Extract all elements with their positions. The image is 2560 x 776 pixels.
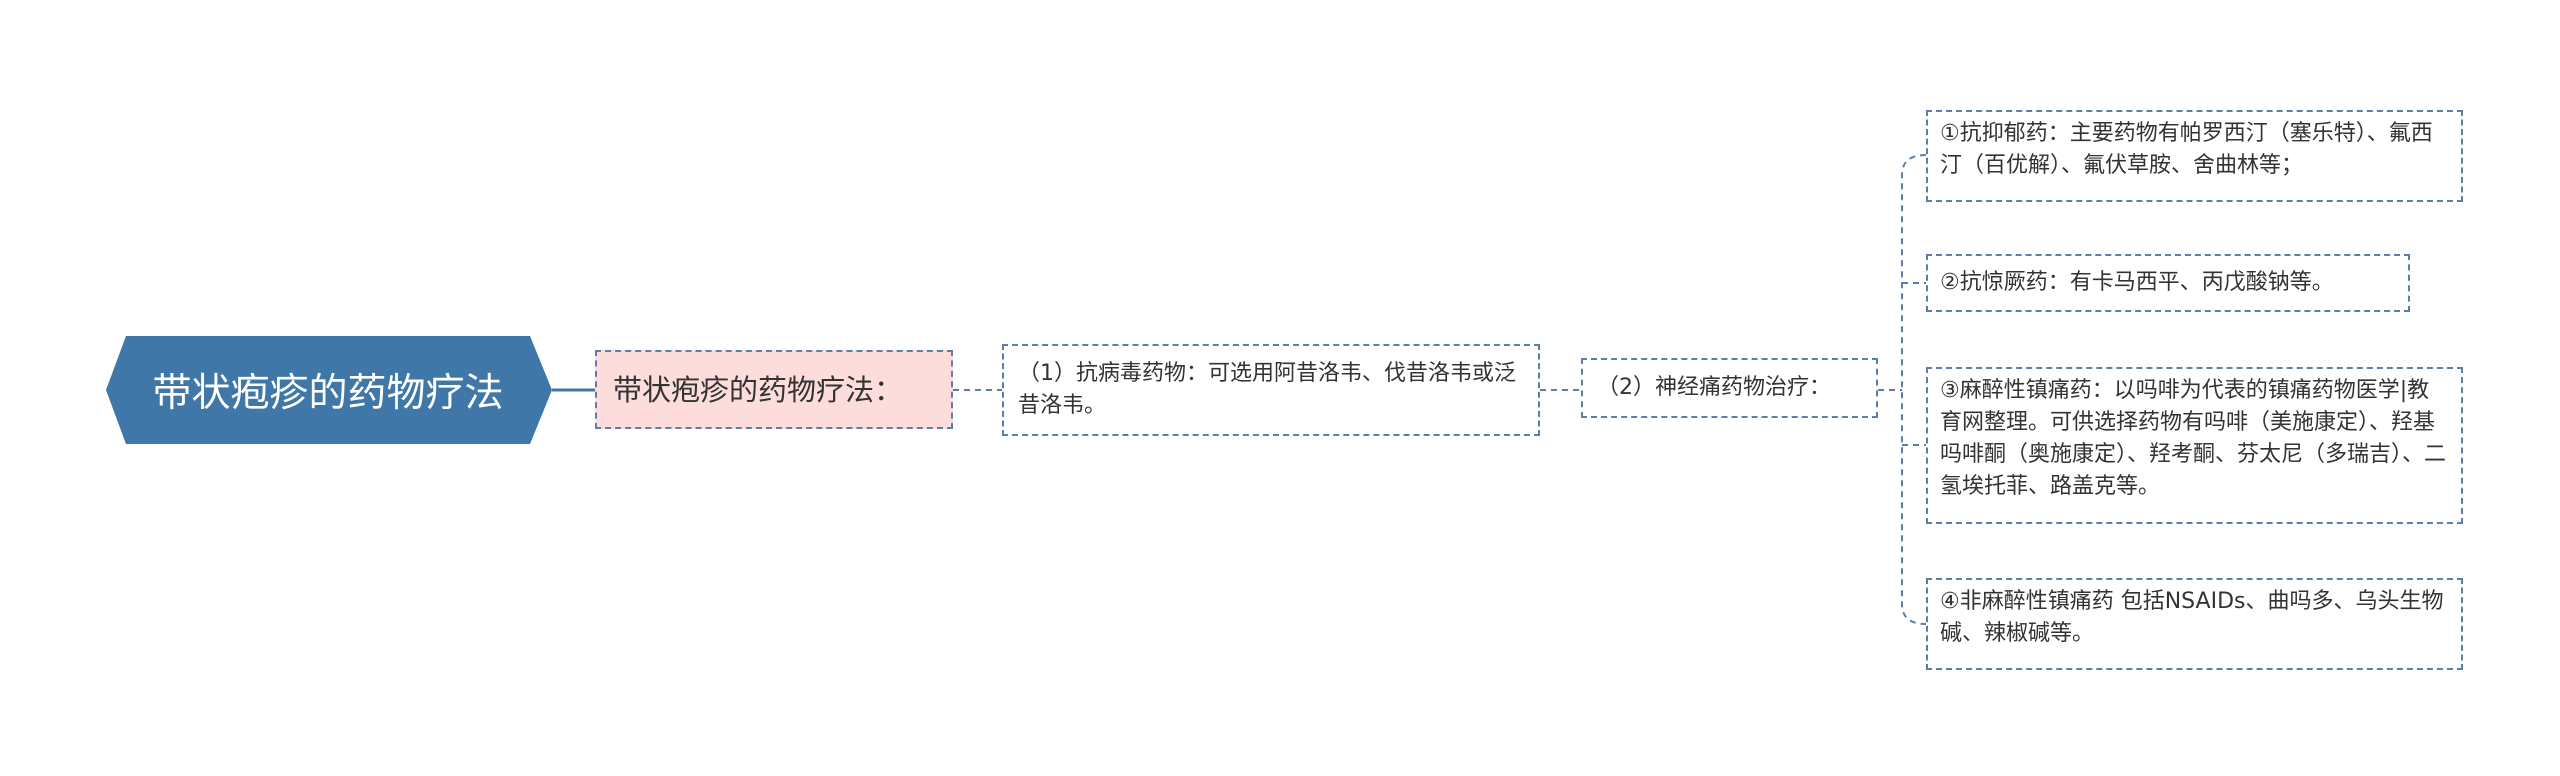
root-node-label[interactable]: 带状疱疹的药物疗法 <box>152 371 504 416</box>
leaf-anticonvulsant[interactable]: ②抗惊厥药：有卡马西平、丙戊酸钠等。 <box>1926 254 2410 312</box>
root-node-shape[interactable] <box>106 336 552 444</box>
neuralgia-node[interactable]: （2）神经痛药物治疗： <box>1581 358 1878 418</box>
leaf-non-narcotic-analgesic[interactable]: ④非麻醉性镇痛药 包括NSAIDs、曲吗多、乌头生物碱、辣椒碱等。 <box>1926 578 2463 670</box>
connector-bracket <box>1901 154 1927 625</box>
leaf-narcotic-analgesic[interactable]: ③麻醉性镇痛药：以吗啡为代表的镇痛药物医学|教育网整理。可供选择药物有吗啡（美施… <box>1926 367 2463 524</box>
antiviral-node[interactable]: （1）抗病毒药物：可选用阿昔洛韦、伐昔洛韦或泛昔洛韦。 <box>1002 344 1540 436</box>
leaf-antidepressant[interactable]: ①抗抑郁药：主要药物有帕罗西汀（塞乐特）、氟西汀（百优解）、氟伏草胺、舍曲林等； <box>1926 110 2463 202</box>
level1-node[interactable]: 带状疱疹的药物疗法： <box>595 350 953 429</box>
